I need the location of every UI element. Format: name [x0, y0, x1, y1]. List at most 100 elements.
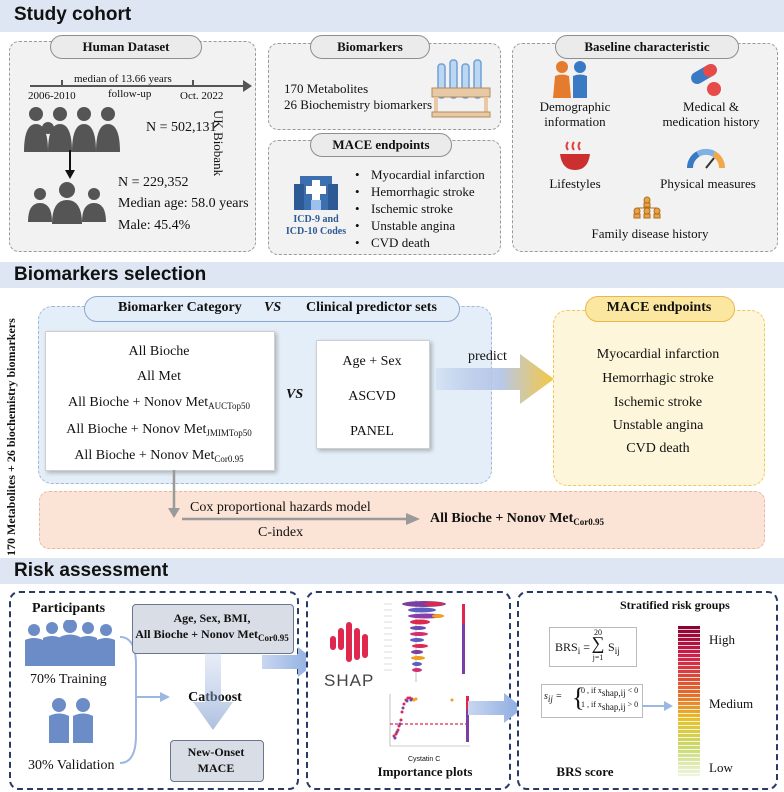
- cindex-label: C-index: [258, 525, 304, 540]
- demo-line2: information: [544, 114, 606, 129]
- follow-up-text: median of 13.66 years: [74, 73, 172, 85]
- endpoint-item: Hemorrhagic stroke: [602, 371, 714, 386]
- endpoint-item: Myocardial infarction: [596, 347, 720, 362]
- risk-band: [0, 558, 784, 584]
- cox-arrow: [168, 470, 420, 525]
- clinical-list: [316, 340, 430, 449]
- study-band: [0, 0, 784, 32]
- demo-line1: Demographic: [539, 99, 611, 114]
- mace-item: Hemorrhagic stroke: [355, 183, 485, 200]
- timeline-start: 2006-2010: [28, 90, 76, 102]
- brs-formula-box: [549, 627, 637, 667]
- predict-arrow: [436, 354, 554, 404]
- pills-icon: [691, 64, 721, 96]
- category-item: All Bioche + Nonov MetAUCTop50: [68, 395, 250, 411]
- category-list: [45, 331, 275, 471]
- category-header-bar: [84, 296, 460, 322]
- down-arrow: [65, 150, 75, 179]
- lifestyle-label: Lifestyles: [549, 176, 601, 191]
- brs-formula: BRSi =: [555, 640, 590, 656]
- piecewise-bottom: 1 , if xshap,ij > 0: [581, 700, 639, 712]
- risk-medium: Medium: [709, 696, 754, 711]
- training-label: 70% Training: [30, 672, 107, 687]
- mace-endpoints-header: MACE endpoints: [606, 300, 712, 315]
- biomarkers-line2: 26 Biochemistry biomarkers: [284, 97, 433, 112]
- mace-list: Myocardial infarction Hemorrhagic stroke…: [355, 166, 485, 251]
- predict-label: predict: [468, 349, 507, 364]
- clinical-item: ASCVD: [348, 389, 396, 404]
- icd-label-1: ICD-9 and: [293, 214, 339, 225]
- endpoint-item: Unstable angina: [612, 418, 704, 433]
- flow-arrow-1: [262, 647, 317, 677]
- human-dataset-header: Human Dataset: [50, 35, 202, 59]
- features-line2: All Bioche + Nonov MetCor0.95: [135, 627, 289, 643]
- n-final: N = 229,352: [118, 175, 189, 190]
- family-label: Family disease history: [591, 226, 709, 241]
- piecewise-lhs: sij =: [544, 691, 563, 704]
- timeline-arrow: [30, 80, 252, 92]
- risk-high: High: [709, 632, 735, 647]
- outcome-line2: MACE: [197, 761, 235, 775]
- shap-logo-icon: [330, 622, 368, 662]
- piecewise-top: 0 , if xshap,ij < 0: [581, 686, 639, 698]
- mace-item: Unstable angina: [355, 217, 485, 234]
- people-icon-pair: [49, 698, 93, 743]
- validation-label: 30% Validation: [28, 758, 115, 773]
- people-icon: [25, 620, 115, 666]
- category-header: Biomarker Category: [118, 300, 242, 315]
- n-total: N = 502,131: [146, 120, 217, 135]
- brs-sum-top: 20: [594, 628, 602, 637]
- piecewise-brace: {: [572, 683, 585, 712]
- risk-low: Low: [709, 760, 733, 775]
- shap-beeswarm-plot: [378, 596, 470, 686]
- selection-title: Biomarkers selection: [14, 264, 207, 285]
- features-line1: Age, Sex, BMI,: [173, 611, 251, 625]
- clinical-item: PANEL: [350, 424, 394, 439]
- selection-band: [0, 262, 784, 288]
- cox-label: Cox proportional hazards model: [190, 500, 371, 515]
- brs-score-label: BRS score: [556, 764, 614, 779]
- mace-endpoints-header-bar: [585, 296, 735, 322]
- family-tree-icon: [633, 196, 661, 219]
- hospital-icon: [294, 176, 338, 210]
- mace-item: CVD death: [355, 234, 485, 251]
- med-line2: medication history: [662, 114, 760, 129]
- category-item: All Met: [137, 369, 181, 384]
- vs-label-top: VS: [264, 300, 282, 315]
- participants-label: Participants: [32, 601, 106, 616]
- icd-label-2: ICD-10 Codes: [285, 226, 347, 237]
- male-percent: Male: 45.4%: [118, 218, 191, 233]
- split-brace: [119, 636, 170, 764]
- brs-arrow: [642, 701, 673, 711]
- importance-label: Importance plots: [377, 764, 473, 779]
- study-title: Study cohort: [14, 4, 132, 25]
- vs-label-mid: VS: [286, 387, 304, 402]
- result-label: All Bioche + Nonov MetCor0.95: [430, 511, 605, 527]
- biomarkers-line1: 170 Metabolites: [284, 81, 369, 96]
- dependence-x-label: Cystatin C: [408, 756, 441, 763]
- median-age: Median age: 58.0 years: [118, 196, 249, 211]
- side-label: 170 Metabolites + 26 biochemistry biomar…: [4, 318, 18, 556]
- brs-sum-sign: ∑: [591, 633, 605, 653]
- timeline-end: Oct. 2022: [180, 90, 224, 102]
- endpoint-item: CVD death: [626, 441, 690, 456]
- outcome-line1: New-Onset: [187, 745, 245, 759]
- brs-sum-bottom: j=1: [592, 653, 604, 662]
- physical-label: Physical measures: [660, 176, 756, 191]
- gauge-icon: [686, 148, 726, 169]
- piecewise-box: [541, 684, 643, 718]
- category-item: All Bioche: [128, 344, 190, 359]
- test-tubes-icon: [431, 59, 491, 118]
- catboost-arrow: [193, 652, 233, 730]
- people-icon: [24, 107, 120, 152]
- biomarkers-header: Biomarkers: [310, 35, 430, 59]
- clinical-header: Clinical predictor sets: [306, 300, 437, 315]
- brs-formula-rhs: Sij: [608, 640, 620, 656]
- baseline-header: Baseline characteristic: [555, 35, 739, 59]
- clinical-item: Age + Sex: [342, 354, 402, 369]
- stratified-label: Stratified risk groups: [620, 598, 730, 612]
- mace-item: Myocardial infarction: [355, 166, 485, 183]
- risk-gradient-bar: [678, 626, 700, 776]
- shap-dependence-plot: [380, 690, 472, 758]
- endpoint-item: Ischemic stroke: [613, 395, 703, 410]
